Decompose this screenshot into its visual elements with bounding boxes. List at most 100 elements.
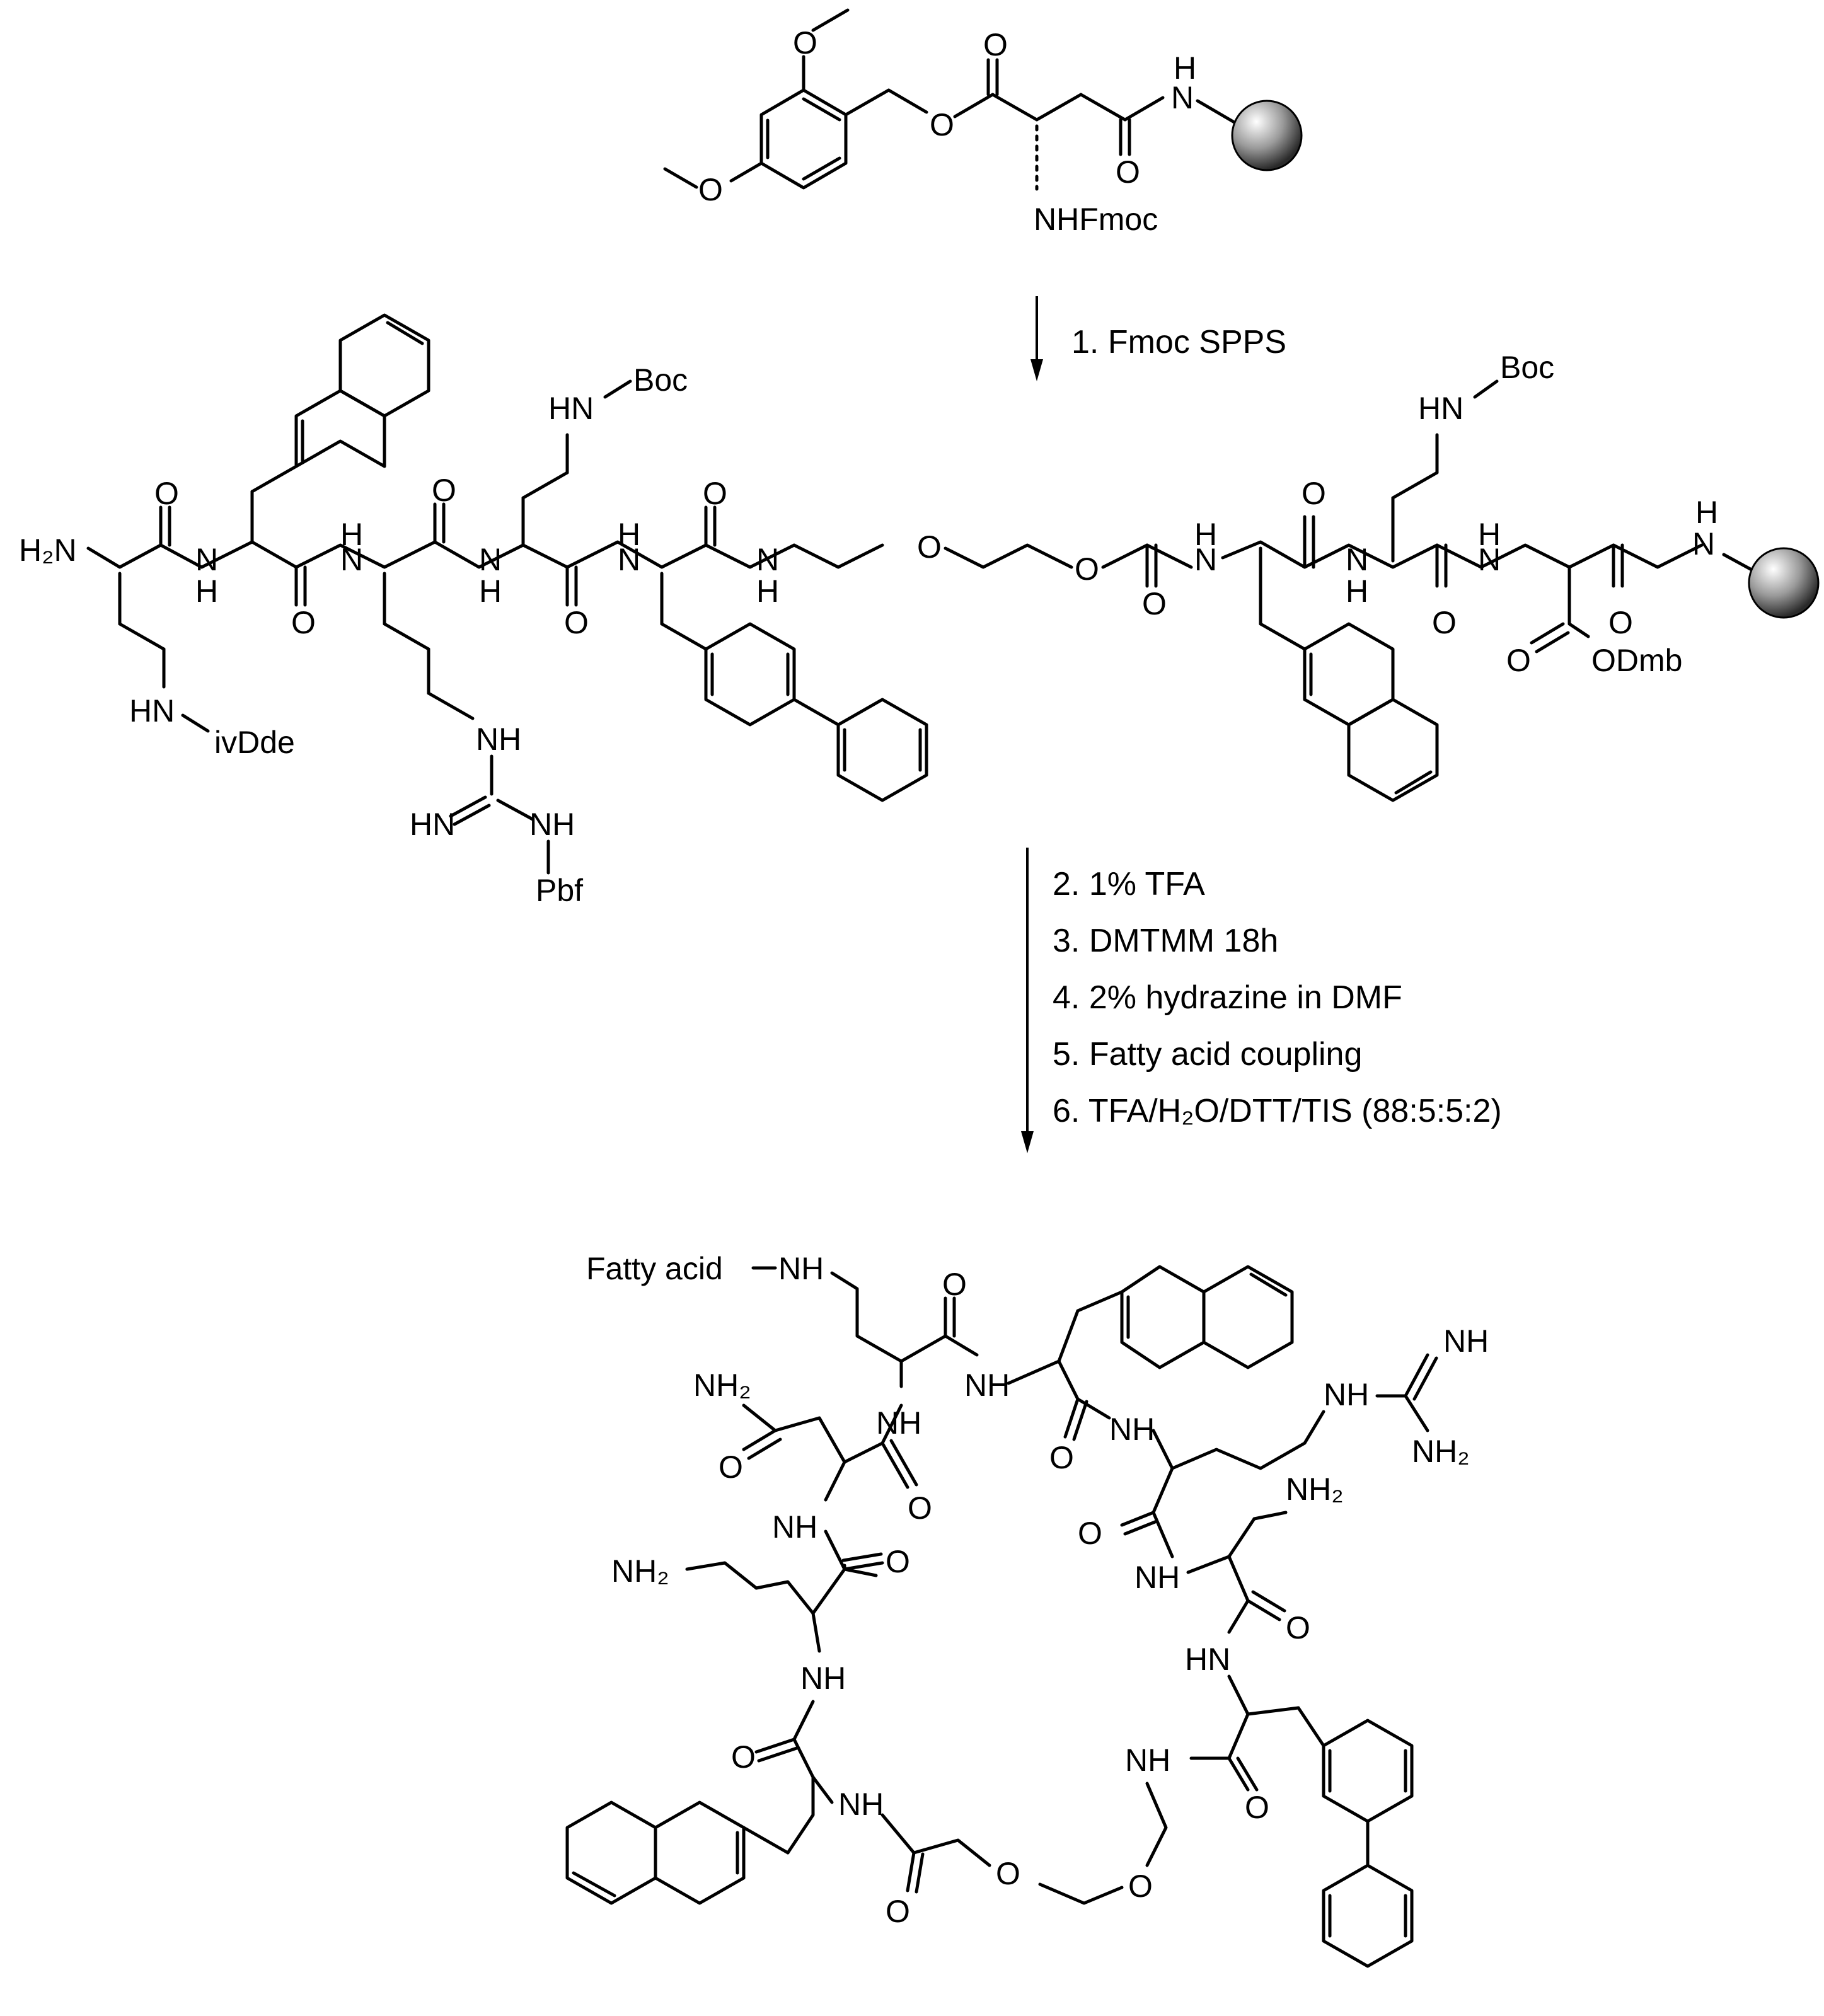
condition-step-5: 5. Fatty acid coupling — [1053, 1036, 1362, 1073]
boc-label-1: Boc — [633, 362, 688, 398]
amide-n-9: N — [1692, 526, 1715, 562]
arg-nh-pbf: NH — [529, 807, 575, 842]
ring-carbonyl-o-7: O — [886, 1544, 910, 1579]
cyclic-product: Fatty acid NH O NH O NH NH NH NH₂ — [565, 1251, 1489, 1968]
conditions-arrow: 2. 1% TFA 3. DMTMM 18h 4. 2% hydrazine i… — [1021, 848, 1502, 1153]
arg-nh: NH — [476, 722, 521, 757]
fatty-acid-label: Fatty acid — [586, 1251, 723, 1286]
carbonyl-o-8: O — [1432, 605, 1457, 640]
hn-boc-1: HN — [548, 391, 594, 426]
amide-n-1: N — [195, 542, 218, 577]
carbonyl-o-2: O — [291, 605, 316, 640]
amide-h-5: H — [756, 573, 779, 609]
amide-h-1: H — [195, 573, 218, 609]
resin-bead-icon — [1231, 100, 1303, 171]
ring-nh-7: NH — [800, 1661, 846, 1696]
amide-hydrogen: H — [1174, 50, 1196, 86]
amide-n-5: N — [756, 542, 779, 577]
amide-n-3: N — [479, 542, 502, 577]
nhfmoc-label: NHFmoc — [1034, 202, 1158, 237]
starting-material: O O O O NHFmoc O H N — [663, 8, 1303, 237]
arg-hn: HN — [410, 807, 455, 842]
ring-hn-4: HN — [1185, 1642, 1230, 1677]
odmb-label: ODmb — [1591, 643, 1682, 678]
asn-nh2: NH₂ — [693, 1368, 751, 1403]
ester-oxygen: O — [930, 107, 954, 142]
product-nh2-right: NH₂ — [1286, 1472, 1344, 1507]
amide-nitrogen: N — [1171, 80, 1194, 115]
ring-nh-9: NH — [876, 1405, 921, 1441]
peg-oxygen-2: O — [1075, 551, 1099, 587]
carbonyl-o-5: O — [703, 476, 727, 511]
resin-bead-icon-2 — [1748, 547, 1820, 619]
amide-h-9: H — [1695, 495, 1718, 530]
dmb-carbonyl-o: O — [1506, 643, 1531, 678]
carbonyl-o-1: O — [154, 476, 179, 511]
ring-nh-3: NH — [1134, 1560, 1180, 1595]
ring-carbonyl-o-3: O — [1078, 1516, 1102, 1551]
ring-nh-8: NH — [772, 1509, 817, 1545]
carbonyl-o-4: O — [564, 605, 589, 640]
benzene-ring — [759, 88, 848, 190]
product-naphthalene-1 — [1120, 1265, 1206, 1369]
boc-label-2: Boc — [1500, 350, 1554, 385]
ring-nh-2: NH — [1109, 1412, 1155, 1447]
carbonyl-o-7: O — [1302, 476, 1326, 511]
ring-carbonyl-o-5: O — [1245, 1790, 1269, 1825]
step1-arrow: 1. Fmoc SPPS — [1030, 296, 1286, 381]
product-nh2-left: NH₂ — [611, 1553, 669, 1589]
ester-carbonyl-oxygen: O — [983, 27, 1008, 62]
product-peg-carbonyl-o: O — [886, 1894, 910, 1929]
product-peg-o-2: O — [996, 1856, 1020, 1891]
amide-h-8: H — [1478, 517, 1501, 552]
ring-nh-5: NH — [1125, 1742, 1170, 1778]
ivdde-label: ivDde — [214, 725, 295, 760]
peg-carbonyl-o: O — [1142, 586, 1167, 621]
methoxy-oxygen-bottom: O — [698, 172, 723, 207]
naphthalene-ring-1a — [294, 389, 386, 468]
amide-h-6: H — [1194, 517, 1217, 552]
ring-carbonyl-o-1: O — [942, 1267, 967, 1302]
ring-carbonyl-o-6: O — [731, 1739, 756, 1775]
naphthalene-ring-2 — [1303, 622, 1395, 727]
ring-carbonyl-o-8: O — [908, 1490, 932, 1526]
carbonyl-o-3: O — [432, 473, 456, 508]
guan-nh2: NH₂ — [1412, 1434, 1470, 1469]
condition-step-3: 3. DMTMM 18h — [1053, 923, 1278, 959]
hn-boc-2: HN — [1418, 391, 1463, 426]
amide-h-3: H — [479, 573, 502, 609]
amide-n-6: N — [1194, 542, 1217, 577]
amide-carbonyl-oxygen: O — [1116, 154, 1140, 190]
amide-n-4: N — [618, 542, 640, 577]
linear-peptide: H₂N O O O O O N H H N N H H N N H HN ivD… — [19, 313, 1820, 908]
condition-step-4: 4. 2% hydrazine in DMF — [1053, 979, 1402, 1016]
pbf-label: Pbf — [536, 873, 583, 908]
amide-h-4: H — [618, 517, 640, 552]
amide-h-2: H — [340, 517, 363, 552]
asn-carbonyl-o: O — [719, 1449, 743, 1485]
carbonyl-o-9: O — [1608, 605, 1633, 640]
ring-nh-6: NH — [838, 1787, 884, 1822]
guan-nh-top: NH — [1443, 1323, 1489, 1359]
condition-step-6: 6. TFA/H₂O/DTT/TIS (88:5:5:2) — [1053, 1093, 1502, 1129]
amide-n-7: N — [1346, 542, 1368, 577]
guan-nh-link: NH — [1324, 1377, 1369, 1412]
ring-carbonyl-o-4: O — [1286, 1610, 1310, 1645]
n-terminus-h2n: H₂N — [19, 533, 77, 568]
ring-nh-1: NH — [964, 1368, 1010, 1403]
product-biphenyl-ring-1 — [1322, 1719, 1414, 1823]
product-peg-o-1: O — [1128, 1869, 1153, 1904]
ring-carbonyl-o-2: O — [1049, 1440, 1074, 1475]
hn-ivdde: HN — [129, 693, 175, 729]
product-naphthalene-2 — [654, 1800, 746, 1905]
methoxy-oxygen-top: O — [793, 25, 817, 60]
amide-n-8: N — [1478, 542, 1501, 577]
amide-h-7: H — [1346, 573, 1368, 609]
condition-step-2: 2. 1% TFA — [1053, 866, 1205, 902]
peptide-backbone — [86, 540, 796, 569]
biphenyl-ring-1 — [704, 622, 796, 727]
amide-n-2: N — [340, 542, 363, 577]
fatty-acid-nh: NH — [778, 1251, 824, 1286]
peg-oxygen-1: O — [917, 529, 942, 565]
